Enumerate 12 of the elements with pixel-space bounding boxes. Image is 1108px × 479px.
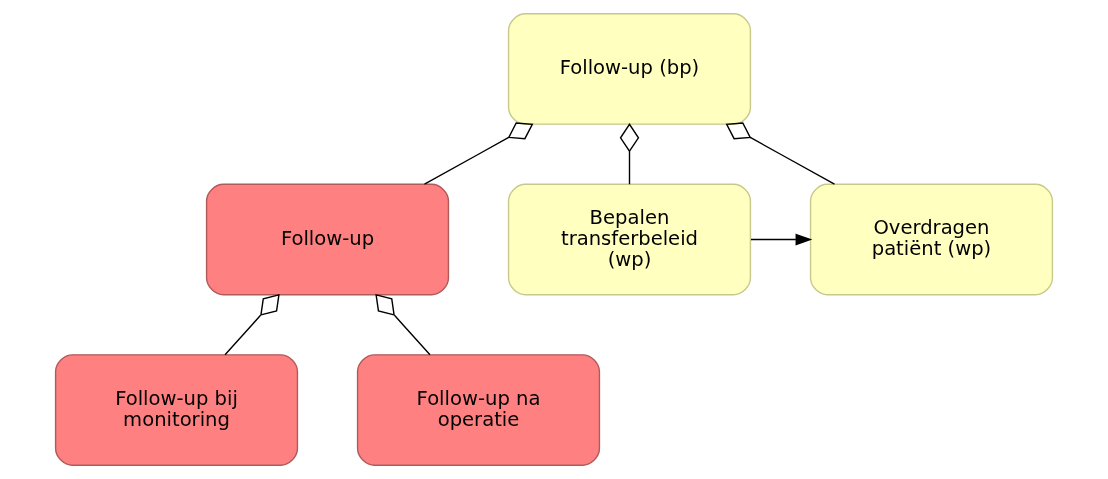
node-box: Overdragen patiënt (wp) [809,183,1054,296]
connector [619,123,640,185]
node-box: Follow-up na operatie [356,354,601,466]
arrow [750,233,813,246]
connector [423,122,534,185]
node-box: Follow-up (bp) [507,13,752,125]
connector [224,293,280,356]
connector [375,293,431,356]
node-box: Bepalen transferbeleid (wp) [507,183,752,296]
node-box: Follow-up [205,183,450,296]
connector [725,122,836,185]
node-box: Follow-up bij monitoring [54,354,299,466]
